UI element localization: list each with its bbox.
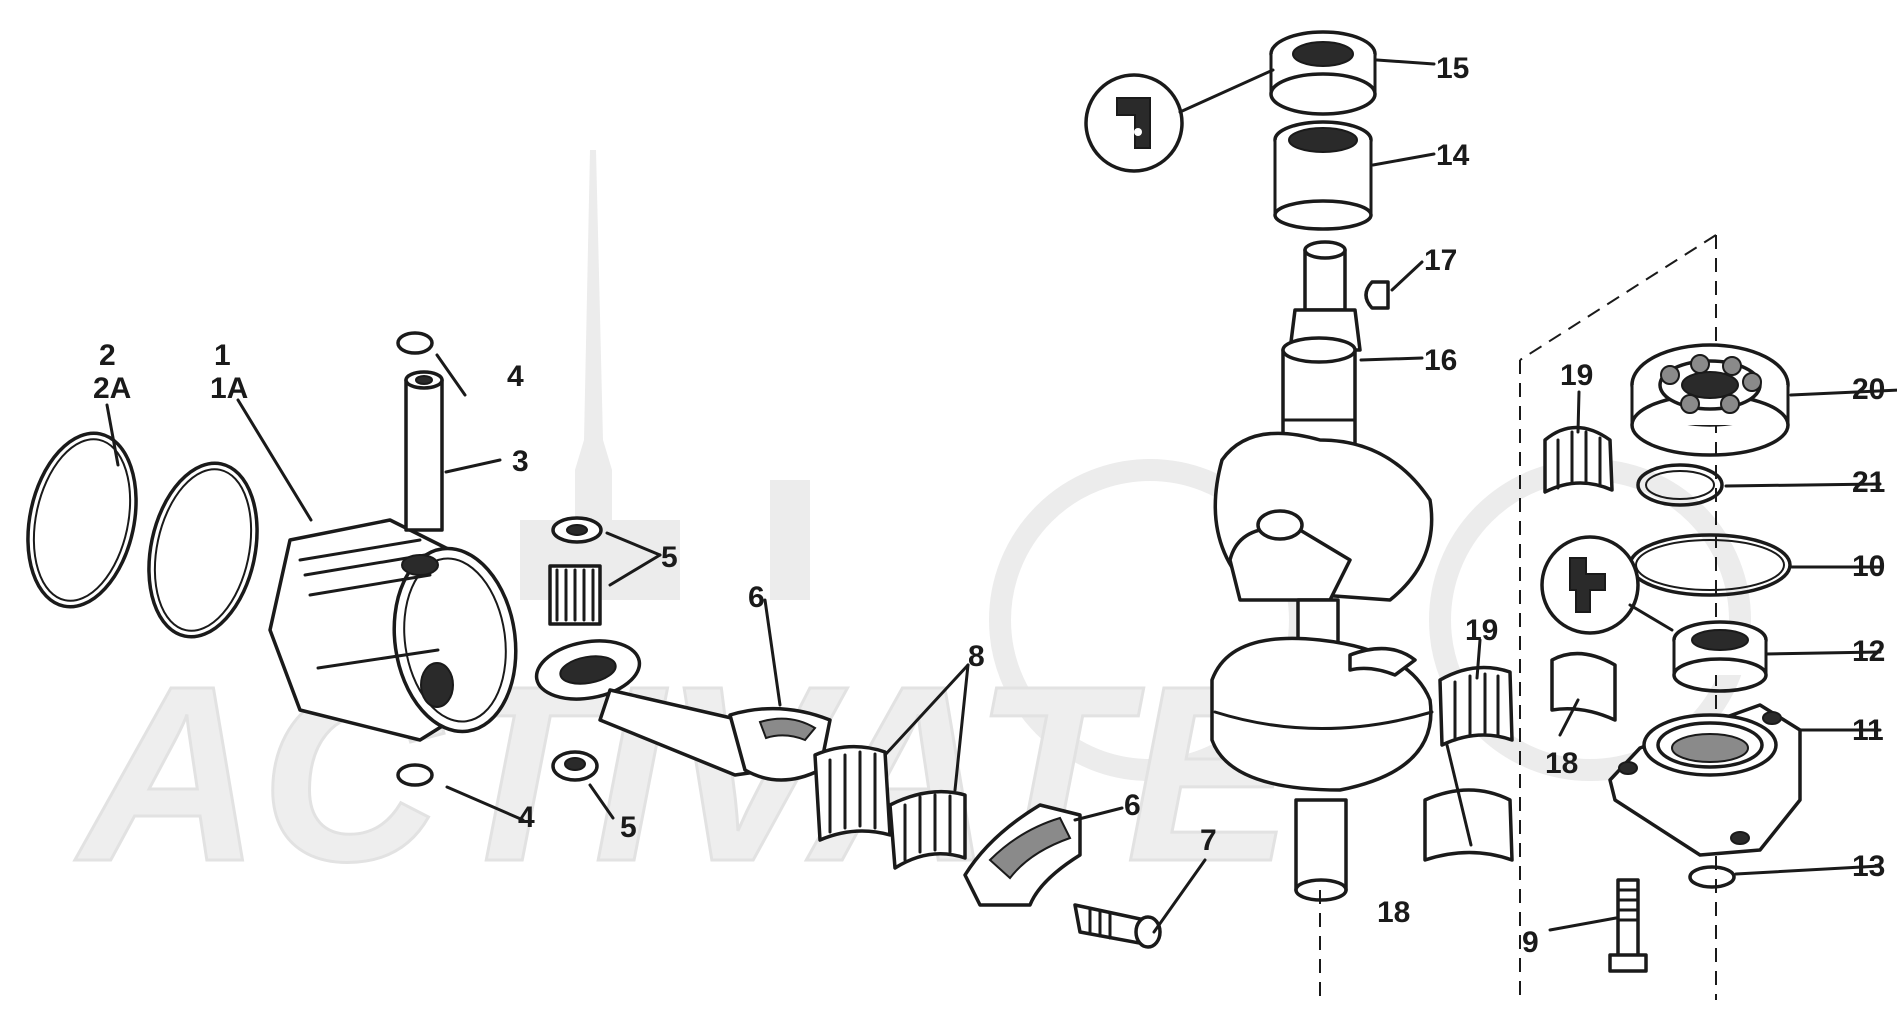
callout-8: 8	[968, 640, 985, 673]
rod-bearings	[813, 744, 967, 870]
wrist-pin	[396, 331, 444, 787]
watermark-text: ACTIVATE	[74, 634, 1299, 913]
callout-15: 15	[1436, 52, 1469, 85]
callout-6-rod: 6	[748, 581, 765, 614]
small-end-bearing	[548, 516, 603, 782]
watermark-logo: ACTIVATE	[73, 150, 1751, 915]
crankshaft	[1210, 240, 1434, 902]
callout-labels: 2 2A 1 1A 4 3 5 6 8 4 5 6 7 15 14 17 16 …	[93, 52, 1885, 959]
rod-cap	[963, 803, 1162, 949]
main-bearing-lower	[1438, 665, 1514, 747]
callout-6-cap: 6	[1124, 789, 1141, 822]
callout-11: 11	[1852, 714, 1884, 747]
bearing-shell-upper	[1550, 651, 1617, 722]
callout-12: 12	[1852, 635, 1885, 668]
piston-rings	[26, 431, 259, 639]
callout-20: 20	[1852, 373, 1885, 406]
callout-3: 3	[512, 445, 529, 478]
housing-bolt	[1608, 878, 1648, 973]
connecting-rod	[534, 639, 832, 782]
dashed-grouping-line	[1319, 234, 1717, 1000]
callout-2: 2	[99, 339, 116, 372]
top-seal-and-bearing	[1269, 30, 1377, 231]
callout-13: 13	[1852, 850, 1885, 883]
callout-18-upper: 18	[1545, 747, 1578, 780]
callout-4-top: 4	[507, 360, 524, 393]
lower-seal	[1672, 620, 1768, 693]
callout-21: 21	[1852, 466, 1885, 499]
callout-18-lower: 18	[1377, 896, 1410, 929]
leader-lines	[105, 58, 1897, 934]
bearing-housing	[1608, 703, 1802, 857]
retaining-ring	[1636, 463, 1724, 507]
woodruff-key	[1364, 280, 1390, 310]
seal-section-inset-lower	[1540, 535, 1674, 635]
ball-bearing	[1630, 343, 1790, 457]
callout-4-bottom: 4	[518, 801, 535, 834]
callout-1: 1	[214, 339, 231, 372]
callout-19-lower: 19	[1465, 614, 1498, 647]
callout-16: 16	[1424, 344, 1457, 377]
callout-14: 14	[1436, 139, 1470, 172]
small-o-ring	[1688, 865, 1736, 889]
callout-5-bottom: 5	[620, 811, 637, 844]
piston	[268, 518, 518, 742]
callout-2a: 2A	[93, 372, 131, 405]
callout-7: 7	[1200, 824, 1217, 857]
callout-5-top: 5	[661, 541, 678, 574]
callout-1a: 1A	[210, 372, 248, 405]
callout-9: 9	[1522, 926, 1539, 959]
callout-19-upper: 19	[1560, 359, 1593, 392]
bearing-shell-lower	[1423, 788, 1514, 862]
main-bearing-upper	[1543, 425, 1614, 494]
callout-17: 17	[1424, 244, 1457, 277]
callout-10: 10	[1852, 550, 1885, 583]
seal-section-inset	[1084, 68, 1275, 173]
